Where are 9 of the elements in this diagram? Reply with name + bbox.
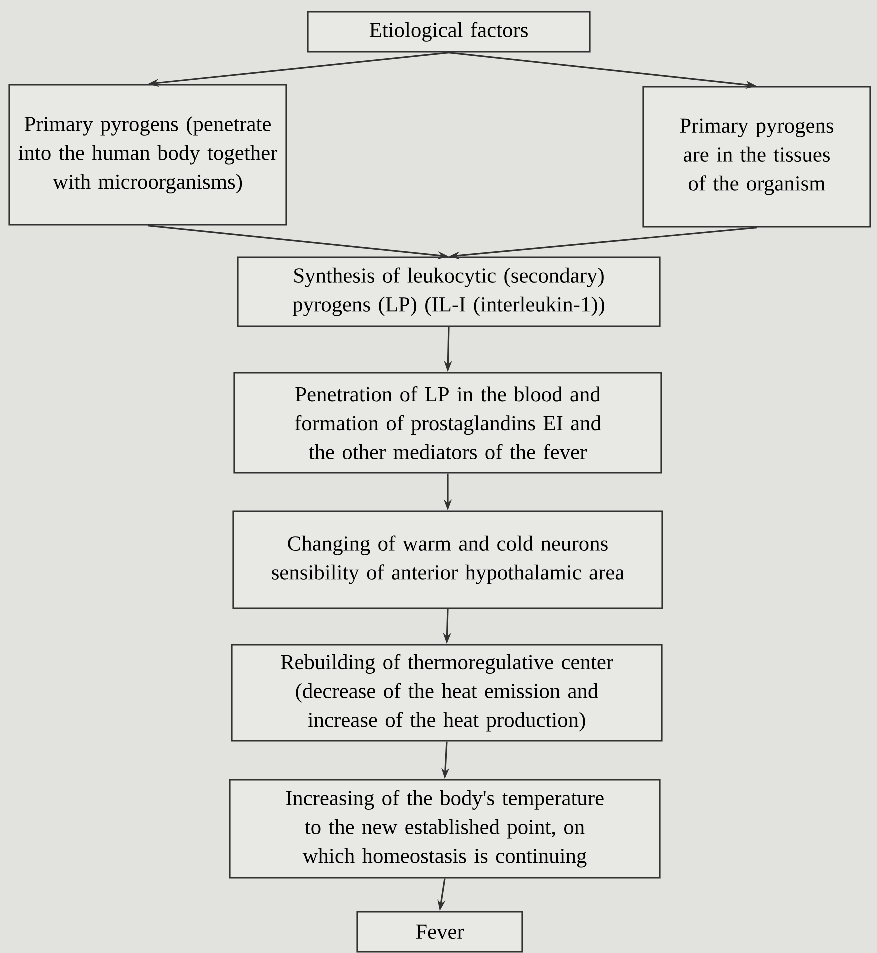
process-box: Etiological factors [307,11,591,53]
process-box: Synthesis of leukocytic (secondary) pyrogens (LP) (IL-I (interleukin-1)) [237,256,661,328]
process-box: Fever [356,911,524,953]
process-box: Primary pyrogens (penetrate into the human body together with microorganisms) [8,84,288,226]
process-box: Changing of warm and cold neurons sensibility of anterior hypothalamic area [232,510,664,610]
process-box: Penetration of LP in the blood and formation of prostaglandins EI and the other mediators of the fever [234,372,662,474]
process-box: Primary pyrogens are in the tissues of the organism [642,86,872,228]
process-box: Rebuilding of thermoregulative center (decrease of the heat emission and increase of the heat production) [231,644,663,742]
process-box: Increasing of the body's temperature to the new established point, on which homeostasis is continuing [229,779,661,879]
